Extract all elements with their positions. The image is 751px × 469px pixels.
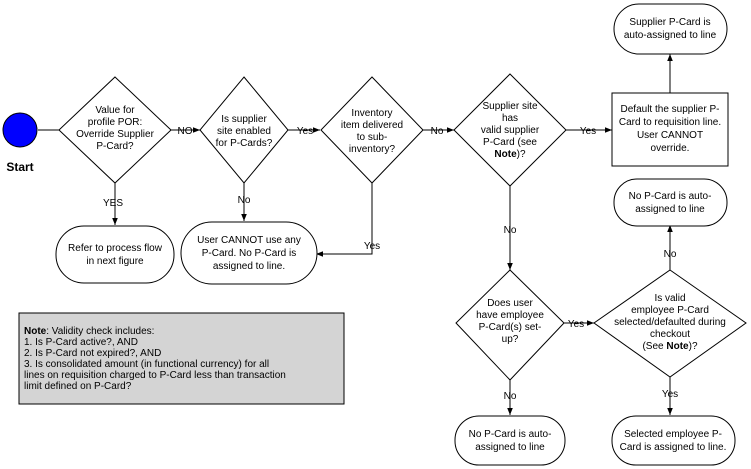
- cannot-use-terminal-text-line-1: User CANNOT use any: [197, 235, 301, 246]
- inventory-yes-label: Yes: [364, 241, 380, 252]
- inventory-yes-connector: [316, 183, 373, 257]
- refer-terminal-text-line-1: Refer to process flow: [68, 243, 163, 254]
- site-enabled-decision-text-line-3: for P-Cards?: [216, 138, 273, 149]
- inventory-no-label: No: [431, 126, 444, 137]
- site-enabled-decision-text-line-1: Is supplier: [221, 114, 267, 125]
- supplier-auto-terminal-text-line-1: Supplier P-Card is: [629, 17, 710, 28]
- default-supplier-process-text-line-1: Default the supplier P-: [621, 104, 720, 115]
- valid-site-decision-text-line-1: Supplier site: [482, 101, 537, 112]
- validity-note-text-line-6: limit defined on P-Card?: [24, 381, 132, 392]
- inventory-decision-text-line-3: to sub-: [357, 132, 388, 143]
- no-pcard-bottom-terminal-text-line-1: No P-Card is auto-: [469, 429, 552, 440]
- valid-employee-decision-text-line-2: employee P-Card: [631, 305, 709, 316]
- employee-card-decision-text-line-4: up?: [502, 334, 519, 345]
- valid-employee-decision-text-line-3: selected/defaulted during: [614, 317, 726, 328]
- override-decision-text-line-2: profile POR:: [88, 117, 142, 128]
- validity-note-text-line-2: 1. Is P-Card active?, AND: [24, 337, 138, 348]
- selected-employee-terminal-text: Selected employee P- Card is assigned to …: [620, 429, 727, 453]
- valid-employee-yes-label: Yes: [662, 389, 678, 400]
- inventory-decision-text-line-1: Inventory: [351, 108, 392, 119]
- validity-note-text-line-4: 3. Is consolidated amount (in functional…: [24, 359, 269, 370]
- start-label: Start: [6, 160, 33, 174]
- cannot-use-terminal-text-line-2: P-Card. No P-Card is: [202, 248, 296, 259]
- refer-terminal-text: Refer to process flow in next figure: [68, 243, 163, 267]
- valid-site-no-label: No: [504, 225, 517, 236]
- override-decision-text-line-3: Override Supplier: [76, 129, 154, 140]
- connectors: [38, 54, 673, 415]
- valid-site-yes-label: Yes: [580, 126, 596, 137]
- default-supplier-process-text-line-4: override.: [651, 143, 690, 154]
- employee-no-label: No: [504, 391, 517, 402]
- default-supplier-process-text-line-3: User CANNOT: [637, 130, 703, 141]
- valid-employee-decision: [593, 269, 747, 378]
- valid-employee-no-label: No: [664, 249, 677, 260]
- valid-employee-decision-text-line-4: checkout: [650, 329, 690, 340]
- no-pcard-top-terminal: [613, 178, 728, 227]
- selected-employee-terminal: [611, 415, 736, 466]
- valid-site-decision-text-line-3: valid supplier: [481, 125, 540, 136]
- supplier-auto-terminal-text-line-2: auto-assigned to line: [624, 30, 717, 41]
- employee-card-decision-text-line-3: P-Card(s) set-: [479, 322, 542, 333]
- site-enabled-decision: [199, 76, 289, 184]
- valid-site-decision-text-line-4: P-Card (see: [483, 137, 537, 148]
- override-decision: [58, 76, 172, 184]
- valid-employee-decision-text-line-5: )?: [689, 341, 698, 352]
- validity-note-text-line-1: : Validity check includes:: [46, 326, 154, 337]
- inventory-decision: [320, 76, 424, 184]
- default-supplier-process-text: Default the supplier P- Card to requisiti…: [619, 104, 721, 154]
- no-pcard-bottom-terminal: [454, 415, 566, 466]
- selected-employee-terminal-text-line-1: Selected employee P-: [624, 429, 722, 440]
- validity-note-box: [18, 312, 345, 405]
- no-pcard-top-terminal-text-line-2: assigned to line: [635, 204, 705, 215]
- no-pcard-top-terminal-text: No P-Card is auto-assigned to line: [629, 191, 712, 215]
- employee-card-decision-text-line-2: have employee: [476, 310, 544, 321]
- valid-site-decision-text-line-2: has: [502, 113, 518, 124]
- selected-employee-terminal-text-line-2: Card is assigned to line.: [620, 442, 727, 453]
- default-supplier-process: [611, 92, 729, 167]
- no-pcard-bottom-terminal-text-line-2: assigned to line: [475, 442, 545, 453]
- site-no-label: No: [238, 195, 251, 206]
- valid-site-decision: [453, 73, 567, 187]
- default-supplier-process-text-line-2: Card to requisition line.: [619, 117, 721, 128]
- override-no-label: NO: [178, 126, 193, 137]
- refer-terminal-text-line-2: in next figure: [86, 256, 144, 267]
- validity-note-text-line-5: lines on requisition charged to P-Card l…: [24, 370, 286, 381]
- refer-terminal: [55, 225, 175, 284]
- override-decision-text-line-1: Value for: [95, 105, 135, 116]
- employee-card-decision-text-line-1: Does user: [487, 298, 533, 309]
- supplier-auto-terminal-text: Supplier P-Card is auto-assigned to line: [624, 17, 717, 41]
- override-yes-label: YES: [103, 198, 123, 209]
- inventory-decision-text-line-2: item delivered: [341, 120, 403, 131]
- employee-card-decision: [455, 269, 565, 381]
- supplier-auto-terminal: [613, 3, 728, 55]
- no-pcard-top-terminal-text-line-1: No P-Card is auto-: [629, 191, 712, 202]
- site-enabled-decision-text-line-2: site enabled: [217, 126, 271, 137]
- valid-site-decision-text-line-5: Note: [494, 149, 517, 160]
- validity-note-text: Note: Validity check includes:1. Is P-Ca…: [24, 326, 286, 392]
- cannot-use-terminal: [180, 221, 318, 285]
- cannot-use-terminal-text-line-3: assigned to line.: [213, 261, 285, 272]
- start-node: [2, 112, 38, 148]
- validity-note-text-line-3: 2. Is P-Card not expired?, AND: [24, 348, 161, 359]
- inventory-decision-text-line-4: inventory?: [349, 144, 396, 155]
- no-pcard-bottom-terminal-text: No P-Card is auto-assigned to line: [469, 429, 552, 453]
- valid-employee-decision-text-line-1: Is valid: [654, 293, 685, 304]
- valid-site-decision-text-line-5: )?: [517, 149, 526, 160]
- edge-labels: NO YES Yes No No Yes Yes No Yes No No Ye…: [103, 126, 678, 402]
- employee-yes-label: Yes: [568, 319, 584, 330]
- valid-employee-decision-text-line-5: Note: [666, 341, 689, 352]
- validity-note-text-line-1: Note: [24, 326, 47, 337]
- site-yes-label: Yes: [297, 126, 313, 137]
- override-decision-text-line-4: P-Card?: [96, 141, 134, 152]
- valid-employee-decision-text-line-5: (See: [642, 341, 666, 352]
